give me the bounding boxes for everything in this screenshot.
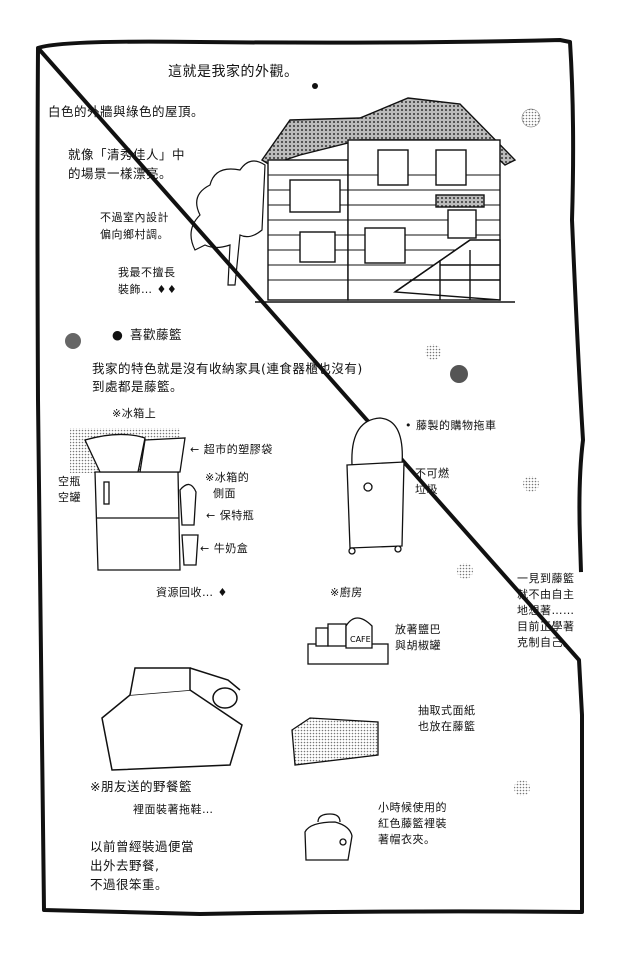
- cart-label-1: 不可燃: [415, 467, 450, 480]
- childhood-label-1: 小時候使用的: [378, 801, 447, 814]
- cart-label-2: 垃圾: [415, 483, 438, 496]
- side-note-line-5: 克制自己。: [517, 636, 575, 649]
- interior-caption-line-1: 不過室內設計: [100, 211, 169, 224]
- section-intro-line-1: 我家的特色就是沒有收納家具(連食器櫃也沒有): [92, 361, 363, 376]
- fridge-illustration: [70, 428, 199, 571]
- tree-illustration: [190, 160, 266, 286]
- fridge-side-label-2: 側面: [213, 487, 236, 500]
- empty-bottles-label-2: 空罐: [58, 491, 81, 504]
- fridge-title: ※冰箱上: [112, 407, 157, 420]
- tissue-basket-illustration: [291, 717, 379, 766]
- side-note-line-4: 目前正學著: [517, 620, 575, 633]
- kitchen-title: ※廚房: [330, 586, 363, 599]
- picnic-note-line-3: 不過很笨重。: [90, 877, 169, 892]
- fridge-side-label-1: ※冰箱的: [205, 471, 250, 484]
- section-heading: 喜歡藤籃: [130, 327, 183, 342]
- interior-caption-line-2: 偏向鄉村調。: [100, 228, 169, 241]
- childhood-basket-illustration: [304, 813, 353, 861]
- side-note-line-2: 就不由自主: [517, 588, 575, 601]
- section-bullet-icon: ●: [112, 327, 124, 342]
- empty-bottles-label-1: 空瓶: [58, 475, 81, 488]
- shopping-cart-illustration: [346, 417, 405, 555]
- childhood-label-2: 紅色藤籃裡裝: [378, 817, 447, 830]
- cafe-jar-label: CAFE: [350, 635, 371, 644]
- panel-border: [35, 38, 585, 916]
- cart-title: • 藤製的購物拖車: [405, 419, 497, 432]
- kitchen-label-1: 放著鹽巴: [395, 623, 441, 636]
- recycling-label: 資源回收… ♦: [156, 586, 228, 599]
- screentone-dots: [65, 83, 541, 796]
- picnic-subtitle: 裡面裝著拖鞋…: [133, 803, 214, 816]
- childhood-label-3: 著帽衣夾。: [378, 833, 436, 846]
- movie-caption-line-1: 就像「清秀佳人」中: [68, 147, 186, 162]
- plastic-bags-label: ← 超市的塑膠袋: [190, 443, 273, 456]
- kitchen-label-2: 與胡椒罐: [395, 639, 441, 652]
- tissue-label-2: 也放在藤籃: [418, 720, 476, 733]
- page-title: 這就是我家的外觀。: [168, 64, 299, 80]
- house-illustration: [255, 97, 517, 303]
- milk-carton-label: ← 牛奶盒: [200, 542, 249, 555]
- kitchen-tray-illustration: [307, 617, 389, 665]
- picnic-title: ※朋友送的野餐籃: [90, 779, 192, 794]
- side-note-line-1: 一見到藤籃: [517, 572, 575, 585]
- thermos-label: ← 保特瓶: [206, 509, 255, 522]
- tissue-label-1: 抽取式面紙: [418, 704, 476, 717]
- side-note-line-3: 地想著……: [517, 604, 575, 617]
- decor-caption-line-2: 裝飾… ♦♦: [118, 283, 178, 296]
- house-caption: 白色的外牆與綠色的屋頂。: [48, 104, 205, 119]
- decor-caption-line-1: 我最不擅長: [118, 266, 176, 279]
- picnic-note-line-2: 出外去野餐,: [90, 858, 160, 873]
- picnic-basket-illustration: [101, 667, 243, 771]
- section-intro-line-2: 到處都是藤籃。: [92, 379, 184, 394]
- picnic-note-line-1: 以前曾經裝過便當: [90, 839, 195, 854]
- movie-caption-line-2: 的場景一樣漂亮。: [68, 166, 173, 181]
